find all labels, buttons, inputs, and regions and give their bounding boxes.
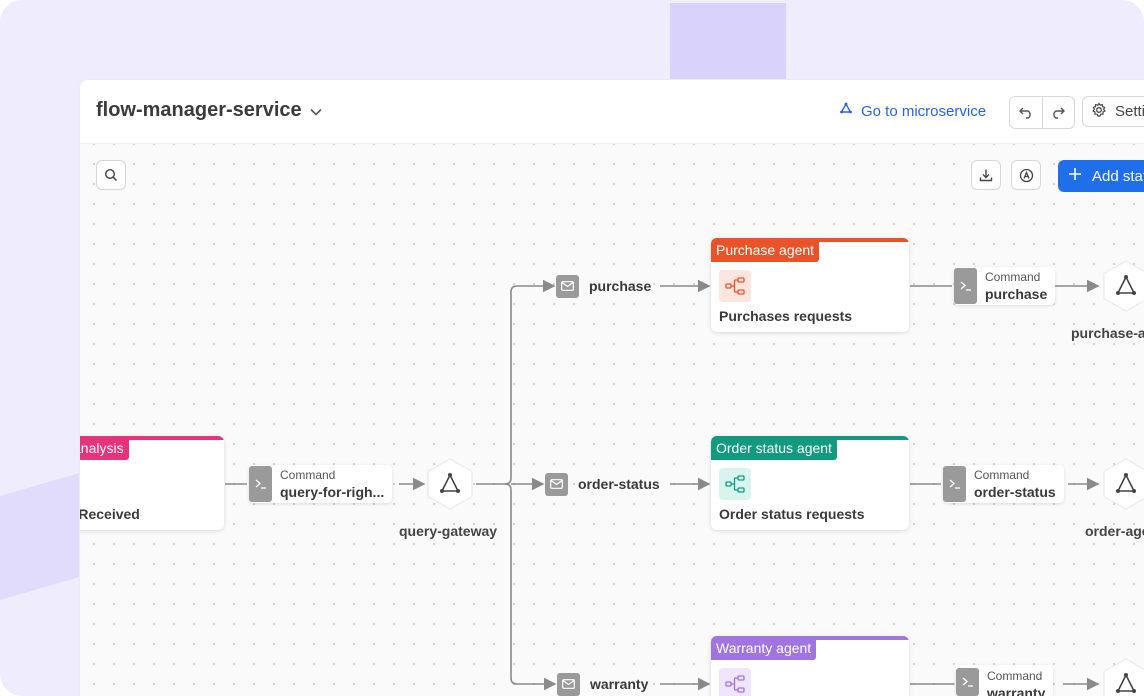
edge: [504, 483, 557, 691]
app-window: flow-manager-service Go to microservice: [80, 80, 1144, 696]
command-name: purchase: [985, 286, 1048, 302]
add-state-button[interactable]: Add state: [1058, 160, 1144, 192]
topic-label: warranty: [590, 676, 649, 692]
purchase-agent-node[interactable]: Purchase agent Purchases requests: [711, 238, 909, 332]
node-tag: Purchase agent: [711, 238, 820, 262]
topic-label: purchase: [589, 278, 652, 294]
purchase-agent-service-node[interactable]: [1100, 260, 1144, 312]
terminal-icon: [954, 268, 977, 304]
gear-icon: [1091, 101, 1107, 122]
gateway-command-node[interactable]: Command query-for-righ...: [249, 465, 393, 503]
header: flow-manager-service Go to microservice: [80, 80, 1144, 144]
undo-button[interactable]: [1010, 97, 1043, 128]
decor-shape: [0, 470, 90, 600]
purchase-command-node[interactable]: Command purchase: [954, 267, 1056, 305]
topic-label: order-status: [578, 476, 660, 492]
warranty-agent-node[interactable]: Warranty agent: [711, 636, 909, 696]
goto-label: Go to microservice: [861, 102, 987, 120]
download-button[interactable]: [971, 160, 1001, 190]
command-kind: Command: [974, 468, 1030, 482]
auto-layout-button[interactable]: [1011, 160, 1041, 190]
order-status-command-node[interactable]: Command order-status: [943, 465, 1064, 503]
command-kind: Command: [987, 669, 1043, 683]
node-description: Order status requests: [719, 506, 865, 522]
history-controls: [1009, 96, 1075, 129]
microservice-icon: [839, 102, 853, 120]
warranty-agent-service-node[interactable]: [1100, 658, 1144, 696]
command-kind: Command: [280, 468, 336, 482]
command-name: order-status: [974, 484, 1056, 500]
at-icon: [1019, 168, 1033, 182]
order-agent-service-node[interactable]: [1100, 458, 1144, 510]
node-tag: Order status agent: [711, 436, 837, 460]
flow-icon: [719, 468, 751, 500]
search-icon: [104, 168, 118, 182]
terminal-icon: [943, 466, 966, 502]
gateway-hex-icon: [427, 458, 473, 510]
terminal-icon: [956, 668, 979, 696]
service-hex-icon: [1103, 658, 1144, 696]
search-button[interactable]: [96, 160, 126, 190]
edge: [504, 279, 556, 485]
decor-shape: [670, 3, 786, 83]
edges-layer: [225, 279, 1100, 691]
download-icon: [979, 169, 993, 182]
command-name: query-for-righ...: [280, 484, 385, 500]
node-description: Purchases requests: [719, 308, 853, 324]
query-gateway-label: query-gateway: [399, 523, 498, 539]
query-gateway-node[interactable]: [424, 458, 476, 510]
mail-icon: [556, 274, 579, 298]
purchase-topic-node[interactable]: purchase: [556, 274, 651, 298]
command-name: warranty: [987, 685, 1046, 696]
purchase-agent-service-label: purchase-agent: [1071, 325, 1144, 341]
warranty-command-node[interactable]: Command warranty: [956, 665, 1054, 696]
page-title: flow-manager-service: [96, 99, 302, 121]
goto-microservice-link[interactable]: Go to microservice: [839, 102, 986, 120]
node-description: Query Received: [80, 506, 140, 522]
undo-icon: [1018, 107, 1031, 119]
card-accent: [80, 436, 224, 440]
redo-icon: [1053, 107, 1066, 119]
service-selector[interactable]: flow-manager-service: [96, 99, 322, 122]
node-tag: Warranty agent: [711, 636, 817, 660]
add-state-label: Add state: [1092, 167, 1144, 185]
service-hex-icon: [1103, 458, 1144, 510]
redo-button[interactable]: [1043, 97, 1075, 128]
mail-icon: [545, 472, 568, 496]
order-status-agent-node[interactable]: Order status agent Order status requests: [711, 436, 909, 530]
order-status-topic-node[interactable]: order-status: [545, 472, 660, 496]
flow-icon: [719, 270, 751, 302]
settings-button[interactable]: Settings: [1082, 96, 1144, 127]
settings-label: Settings: [1115, 103, 1144, 120]
mail-icon: [557, 672, 580, 696]
order-agent-service-label: order-agent: [1085, 523, 1144, 539]
terminal-icon: [249, 466, 272, 502]
plus-icon: [1068, 167, 1082, 185]
chevron-down-icon: [310, 103, 322, 119]
flow-icon: [719, 668, 751, 696]
warranty-topic-node[interactable]: warranty: [557, 672, 648, 696]
command-kind: Command: [985, 270, 1041, 284]
service-hex-icon: [1103, 260, 1144, 312]
